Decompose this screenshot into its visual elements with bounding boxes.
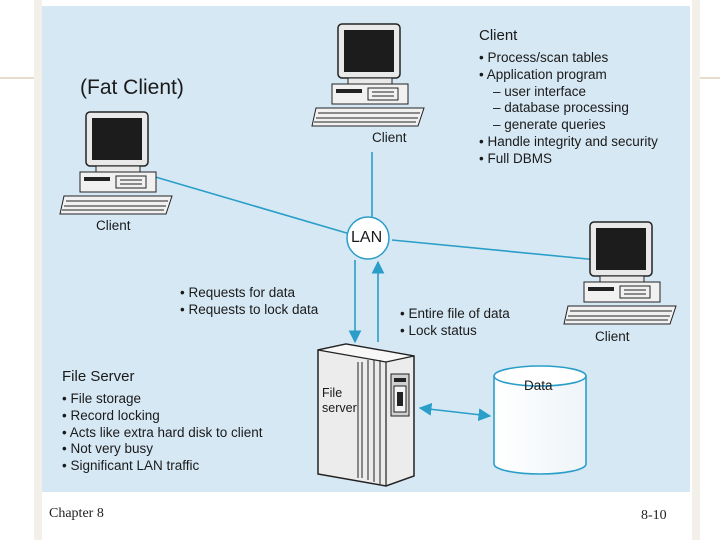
file-server-features-list: • File storage • Record locking • Acts l…	[62, 391, 263, 475]
chapter-footer: Chapter 8	[49, 506, 104, 521]
decor-line-right	[700, 77, 720, 79]
list-item: • Acts like extra hard disk to client	[62, 424, 263, 440]
list-item: • Not very busy	[62, 441, 154, 457]
lan-hub-icon	[346, 216, 390, 260]
client-label-right: Client	[595, 329, 630, 344]
client-label-top: Client	[372, 130, 407, 145]
list-item: • Significant LAN traffic	[62, 458, 200, 474]
connector-lines	[151, 152, 599, 422]
list-item: – generate queries	[493, 117, 606, 133]
database-icon	[493, 365, 587, 475]
requests-list: • Requests for data • Requests to lock d…	[180, 285, 318, 319]
link-server-data	[418, 402, 492, 422]
list-item: • Record locking	[62, 407, 160, 423]
responses-list: • Entire file of data • Lock status	[400, 306, 510, 340]
list-item: • Process/scan tables	[479, 50, 609, 65]
fat-client-caption: (Fat Client)	[80, 76, 184, 99]
list-item: – database processing	[493, 100, 629, 116]
link-client-right-lan	[391, 239, 599, 261]
file-server-tag-line: server	[322, 401, 357, 415]
file-server-panel-title: File Server	[62, 368, 135, 385]
slide-frame-left	[34, 0, 42, 540]
list-item: • Entire file of data	[400, 306, 510, 321]
list-item: • Lock status	[400, 322, 477, 338]
computer-icon	[59, 111, 173, 215]
client-panel-title: Client	[479, 27, 518, 44]
slide-frame-right	[692, 0, 700, 540]
decor-line-left	[0, 77, 34, 79]
client-label-left: Client	[96, 218, 131, 233]
file-server-tag: File server	[322, 386, 357, 416]
list-item: • Handle integrity and security	[479, 133, 658, 149]
client-features-list: • Process/scan tables • Application prog…	[479, 50, 658, 168]
list-item: • Full DBMS	[479, 150, 552, 166]
lan-label: LAN	[351, 229, 383, 246]
file-server-icon	[317, 343, 415, 487]
list-item: • File storage	[62, 391, 142, 406]
list-item: • Requests to lock data	[180, 301, 319, 317]
file-server-tag-line: File	[322, 386, 343, 400]
page-number: 8-10	[641, 508, 667, 523]
list-item: • Requests for data	[180, 285, 296, 300]
list-item: – user interface	[493, 83, 587, 99]
computer-icon	[311, 23, 425, 127]
data-store-label: Data	[524, 378, 553, 393]
computer-icon	[563, 221, 677, 325]
link-client-left-lan	[151, 175, 351, 235]
list-item: • Application program	[479, 66, 607, 82]
